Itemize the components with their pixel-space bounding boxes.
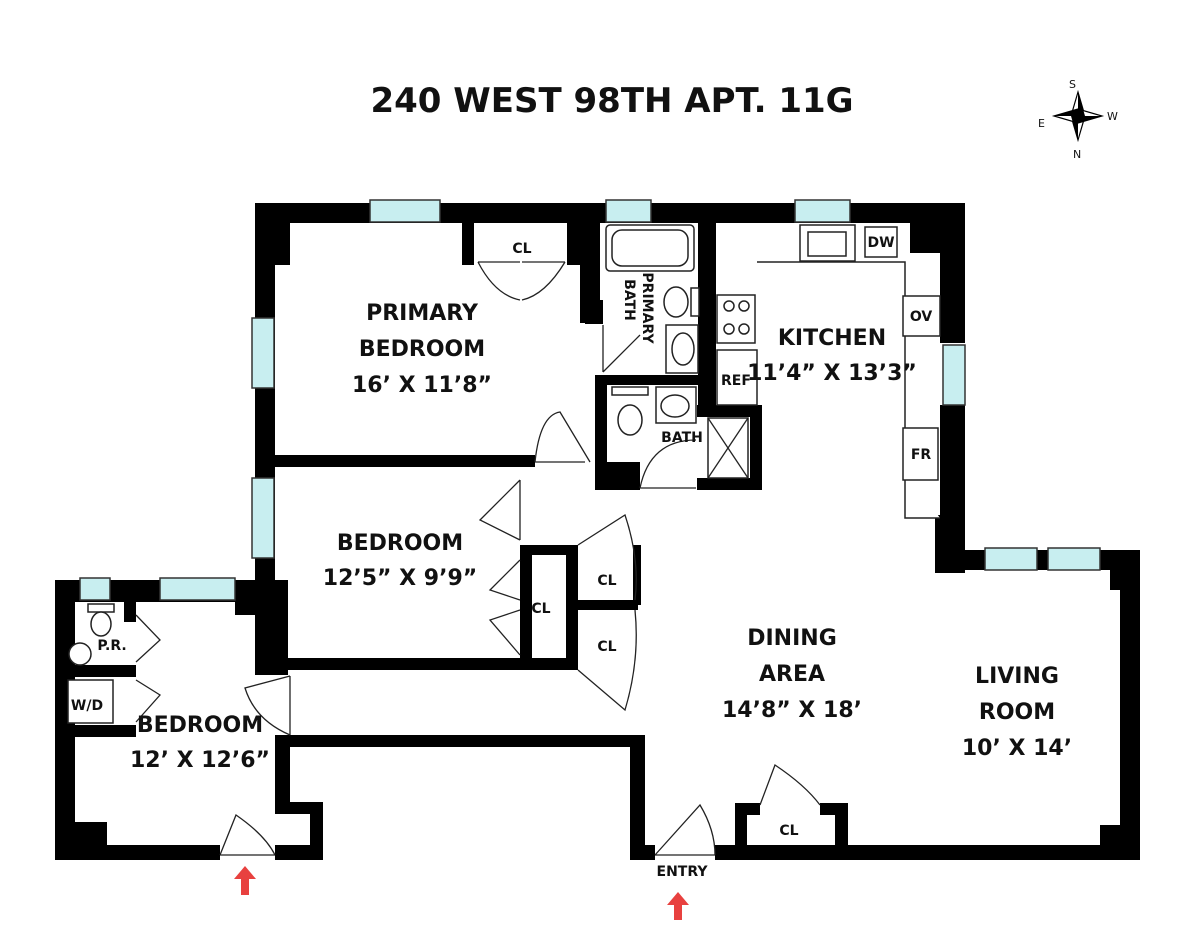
stove-icon	[716, 294, 756, 344]
doors	[135, 261, 821, 856]
compass-s: S	[1069, 78, 1076, 91]
bedroom3-label: BEDROOM	[137, 713, 263, 738]
closet-label: CL	[531, 601, 550, 617]
entry-arrow-icon	[667, 892, 689, 920]
compass-n: N	[1073, 148, 1081, 161]
primary-bedroom-label: PRIMARY	[366, 301, 479, 326]
entry-arrow-icon	[234, 866, 256, 895]
compass-e: E	[1038, 117, 1045, 130]
kitchen-label: KITCHEN	[778, 326, 886, 351]
dishwasher-label: DW	[867, 235, 894, 251]
room-labels: PRIMARY BEDROOM 16’ X 11’8” PRIMARY BATH…	[71, 235, 1072, 880]
closet-label: CL	[597, 573, 616, 589]
kitchen-counter	[757, 261, 940, 519]
primary-bath-label-2: BATH	[621, 279, 637, 321]
bedroom3-dims: 12’ X 12’6”	[130, 748, 270, 773]
primary-bedroom-dims: 16’ X 11’8”	[352, 373, 492, 398]
primary-bedroom-label-2: BEDROOM	[359, 337, 485, 362]
bath-label: BATH	[661, 430, 703, 446]
powder-room-label: P.R.	[97, 638, 126, 654]
sink-icon	[68, 642, 92, 666]
washer-dryer-label: W/D	[71, 698, 103, 714]
oven-label: OV	[910, 309, 933, 325]
primary-bath-label: PRIMARY	[639, 272, 655, 344]
dining-label: DINING	[747, 626, 837, 651]
closet-label: CL	[597, 639, 616, 655]
toilet-icon	[617, 404, 643, 436]
closet-label: CL	[512, 241, 531, 257]
bedroom2-dims: 12’5” X 9’9”	[323, 566, 477, 591]
kitchen-dims: 11’4” X 13’3”	[747, 361, 917, 386]
windows	[79, 199, 1101, 601]
freezer-label: FR	[911, 447, 932, 463]
toilet-icon	[90, 611, 112, 637]
plan-title: 240 WEST 98TH APT. 11G	[370, 81, 853, 121]
compass-w: W	[1107, 110, 1118, 123]
toilet-icon	[663, 286, 689, 318]
closet-label: CL	[779, 823, 798, 839]
fixtures	[67, 224, 941, 724]
bedroom2-label: BEDROOM	[337, 531, 463, 556]
dining-label-2: AREA	[759, 662, 825, 687]
dining-dims: 14’8” X 18’	[722, 698, 862, 723]
entry-label: ENTRY	[657, 864, 709, 880]
compass-icon: S E W N	[1038, 78, 1118, 161]
refrigerator-label: REF	[721, 373, 751, 389]
living-dims: 10’ X 14’	[962, 736, 1072, 761]
living-label: LIVING	[975, 664, 1059, 689]
living-label-2: ROOM	[979, 700, 1055, 725]
